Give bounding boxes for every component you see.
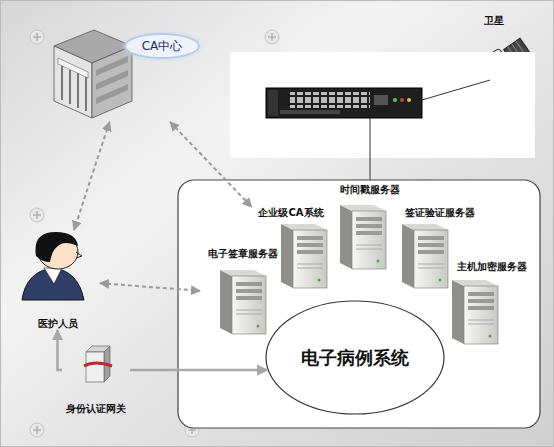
building-illustration bbox=[54, 30, 132, 118]
node-label: 签证验证服务器 bbox=[398, 207, 482, 219]
node-label: 电子签章服务器 bbox=[200, 248, 286, 260]
gateway-node: 身份认证网关 bbox=[62, 343, 130, 415]
node-label: 主机加密服务器 bbox=[448, 261, 536, 273]
server-icon bbox=[281, 224, 327, 288]
ca-oval: CA中心 bbox=[124, 33, 200, 59]
node-label: 身份认证网关 bbox=[62, 403, 130, 415]
server-node: 主机加密服务器 bbox=[448, 261, 536, 349]
solid-connector bbox=[58, 330, 63, 370]
dashed-connector bbox=[100, 283, 200, 291]
free-label: 卫星 bbox=[484, 14, 504, 28]
node-label: CA中心 bbox=[142, 39, 183, 53]
solid-connector bbox=[130, 369, 267, 372]
server-icon bbox=[402, 224, 448, 288]
time-wire bbox=[370, 118, 371, 186]
node-label: 企业级CA系统 bbox=[250, 207, 332, 219]
device-panel bbox=[230, 52, 535, 158]
node-label: 时间戳服务器 bbox=[330, 184, 410, 196]
server-icon bbox=[452, 280, 498, 344]
server-node: 电子签章服务器 bbox=[200, 248, 286, 340]
node-label: 医护人员 bbox=[15, 318, 100, 330]
satellite-wire bbox=[422, 80, 490, 100]
ellipse-content: 电子病例系统 bbox=[265, 300, 445, 415]
server-node: 时间戳服务器 bbox=[330, 184, 410, 272]
dashed-connector bbox=[74, 122, 110, 230]
server-icon bbox=[340, 205, 386, 269]
person-illustration bbox=[22, 232, 84, 300]
dashed-connector bbox=[170, 122, 252, 207]
node-label: 电子病例系统 bbox=[301, 346, 409, 370]
server-node: 签证验证服务器 bbox=[398, 207, 482, 289]
system-boundary bbox=[178, 180, 540, 428]
time-device-illustration bbox=[266, 88, 422, 118]
server-icon bbox=[220, 270, 266, 334]
system-ellipse: 电子病例系统 bbox=[265, 300, 445, 415]
person-node: 医护人员 bbox=[15, 230, 100, 330]
ca-center: CA中心 bbox=[50, 28, 200, 122]
gateway-illustration bbox=[84, 346, 112, 382]
